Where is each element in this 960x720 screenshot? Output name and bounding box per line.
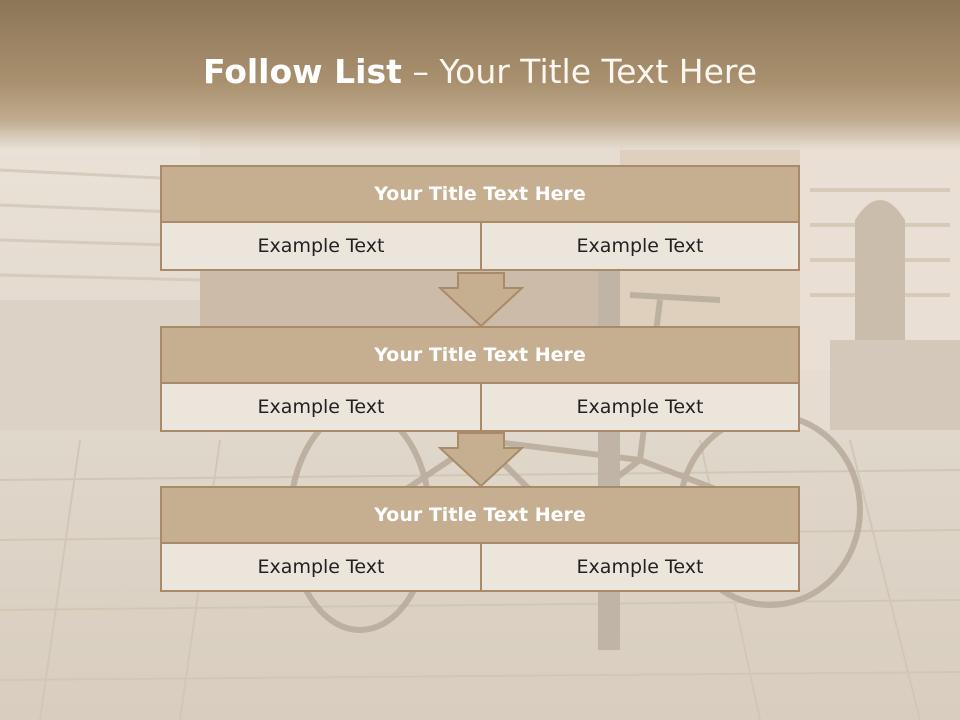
list-block-1: Your Title Text Here Example Text Exampl… xyxy=(160,165,800,271)
list-block-3: Your Title Text Here Example Text Exampl… xyxy=(160,486,800,592)
list-block-1-right-text: Example Text xyxy=(482,223,798,269)
list-block-3-right-text: Example Text xyxy=(482,544,798,590)
slide-title: Follow List – Your Title Text Here xyxy=(0,52,960,91)
slide-title-subtitle: – Your Title Text Here xyxy=(401,52,758,91)
down-arrow-icon xyxy=(438,272,524,328)
list-block-2-left-text: Example Text xyxy=(162,384,482,430)
down-arrow-icon xyxy=(438,432,524,488)
list-block-3-title: Your Title Text Here xyxy=(162,488,798,544)
slide-title-main: Follow List xyxy=(202,52,402,91)
list-block-1-left-text: Example Text xyxy=(162,223,482,269)
list-block-2-title: Your Title Text Here xyxy=(162,328,798,384)
list-block-3-left-text: Example Text xyxy=(162,544,482,590)
list-block-1-title: Your Title Text Here xyxy=(162,167,798,223)
title-band xyxy=(0,0,960,150)
list-block-2-right-text: Example Text xyxy=(482,384,798,430)
list-block-2: Your Title Text Here Example Text Exampl… xyxy=(160,326,800,432)
